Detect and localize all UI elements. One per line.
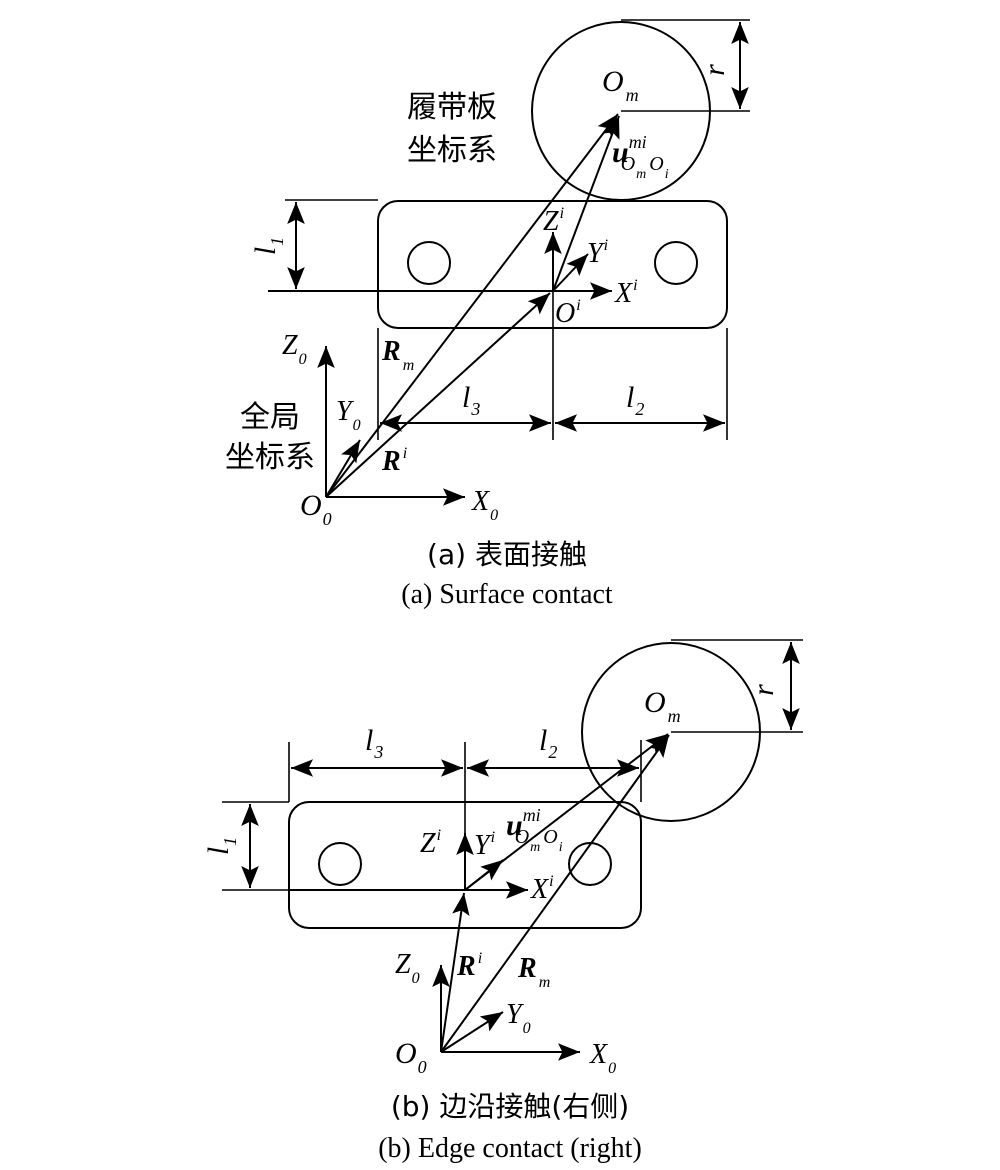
zi-label-a: Zi <box>543 205 564 237</box>
pin-hole-right-a <box>654 241 698 285</box>
u-vector-b <box>464 733 669 891</box>
panel-a <box>268 19 750 506</box>
l3-label-b: l3 <box>365 724 383 762</box>
caption-a-en: (a) Surface contact <box>401 579 613 610</box>
y0-label-b: Y0 <box>506 999 531 1037</box>
caption-b-cn: (b) 边沿接触(右侧) <box>391 1090 629 1123</box>
caption-b-en: (b) Edge contact (right) <box>378 1133 642 1164</box>
z0-label-a: Z0 <box>282 330 307 368</box>
l1-label-b: l1 <box>202 837 240 855</box>
rm-vector-b <box>440 734 670 1053</box>
oi-label-a: Oi <box>555 297 581 329</box>
l2-label-b: l2 <box>539 724 557 762</box>
l1-label-a: l1 <box>249 237 287 255</box>
x0-label-b: X0 <box>589 1039 616 1077</box>
r-label-a: r <box>698 64 731 76</box>
r-label-b: r <box>747 684 780 696</box>
panel-b <box>222 639 803 1061</box>
o0-label-b: O0 <box>395 1037 427 1077</box>
z0-label-b: Z0 <box>395 949 420 987</box>
o0-label-a: O0 <box>300 489 332 529</box>
y0-axis-a <box>325 439 361 498</box>
global-frame-label-line1: 全局 <box>240 400 300 435</box>
yi-label-a: Yi <box>587 237 608 269</box>
l2-label-a: l2 <box>626 381 644 419</box>
pin-hole-left-b <box>318 842 362 886</box>
pin-hole-right-b <box>568 842 612 886</box>
yi-label-b: Yi <box>474 829 495 861</box>
y0-label-a: Y0 <box>336 396 361 434</box>
x0-label-a: X0 <box>471 486 498 524</box>
rm-vector-a <box>325 113 619 498</box>
ri-vector-a <box>325 292 551 498</box>
yi-axis-a <box>552 253 589 292</box>
track-shoe-frame-label-line1: 履带板 <box>407 90 497 125</box>
global-frame-label-line2: 坐标系 <box>225 440 315 475</box>
y0-axis-b <box>440 1011 504 1053</box>
track-shoe-frame-label-line2: 坐标系 <box>407 133 497 168</box>
xi-label-b: Xi <box>530 873 554 905</box>
ri-vector-b <box>440 892 470 1053</box>
xi-label-a: Xi <box>614 277 638 309</box>
pin-hole-left-a <box>407 241 451 285</box>
zi-label-b: Zi <box>420 827 441 859</box>
l3-label-a: l3 <box>462 381 480 419</box>
caption-a-cn: (a) 表面接触 <box>427 538 587 571</box>
u-vector-a <box>552 115 620 292</box>
